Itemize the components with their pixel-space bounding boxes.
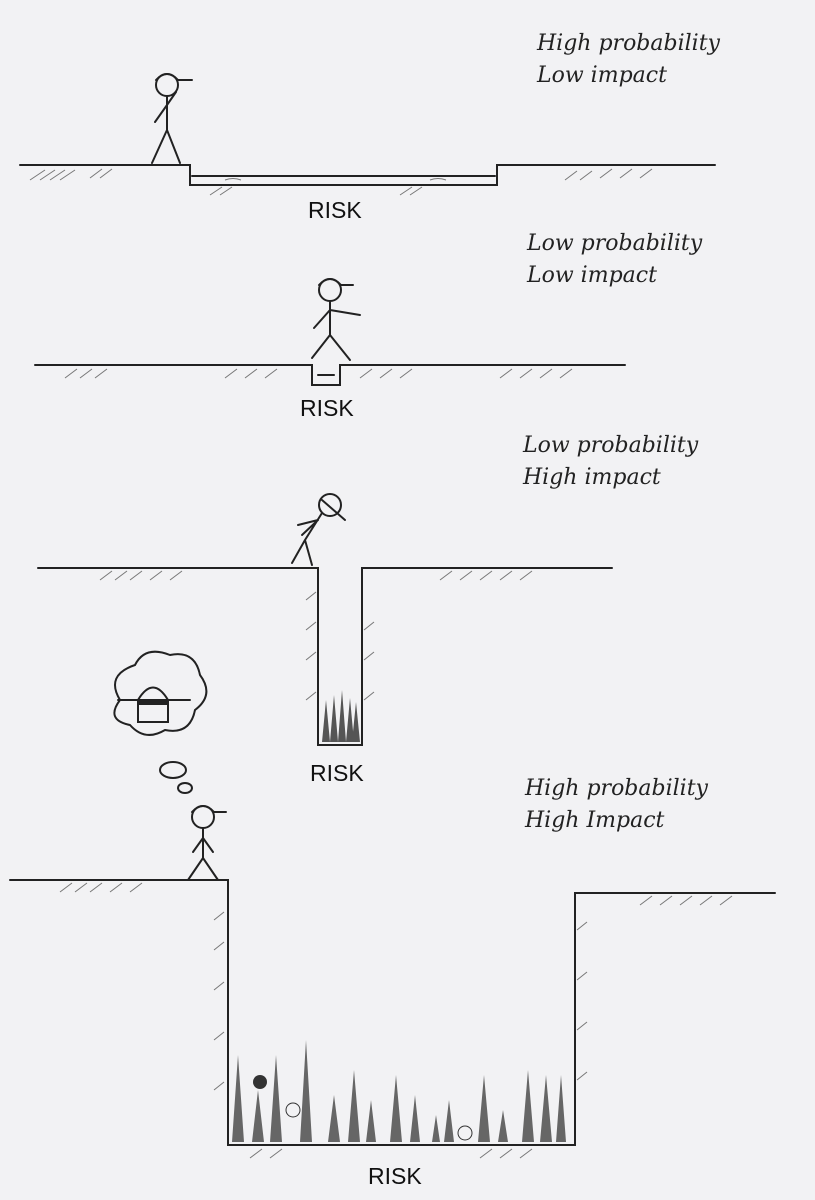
scenario-4-risk-label: RISK xyxy=(368,1163,422,1189)
stick-figure-3 xyxy=(291,493,346,566)
scenario-1-probability: High probability xyxy=(537,31,720,56)
scenario-2-ground xyxy=(34,364,626,386)
scenario-2-probability: Low probability xyxy=(527,231,703,256)
scenario-3-caption: Low probability High impact xyxy=(523,430,698,494)
scenario-4-ground xyxy=(9,879,776,1159)
scenario-2-caption: Low probability Low impact xyxy=(527,228,702,292)
scenario-2-impact: Low impact xyxy=(527,263,657,288)
scenario-1-ground xyxy=(19,164,716,196)
scenario-4-probability: High probability xyxy=(525,776,708,801)
scenario-4-caption: High probability High Impact xyxy=(525,773,708,837)
stick-figure-1 xyxy=(151,73,193,164)
scenario-2-risk-label: RISK xyxy=(300,395,354,421)
scenario-1-impact: Low impact xyxy=(537,63,667,88)
scenario-3-ground xyxy=(37,567,613,746)
spikes-large xyxy=(232,1040,566,1142)
scenario-1-caption: High probability Low impact xyxy=(537,28,720,92)
spikes-small xyxy=(322,690,360,742)
scenario-1-risk-label: RISK xyxy=(308,197,362,223)
scenario-3-impact: High impact xyxy=(523,465,661,490)
scenario-3-risk-label: RISK xyxy=(310,760,364,786)
stick-figure-2 xyxy=(311,278,361,361)
scenario-3-probability: Low probability xyxy=(523,433,699,458)
scenario-4-impact: High Impact xyxy=(525,808,665,833)
stick-figure-4 xyxy=(187,805,227,881)
thought-bubble xyxy=(113,650,208,794)
